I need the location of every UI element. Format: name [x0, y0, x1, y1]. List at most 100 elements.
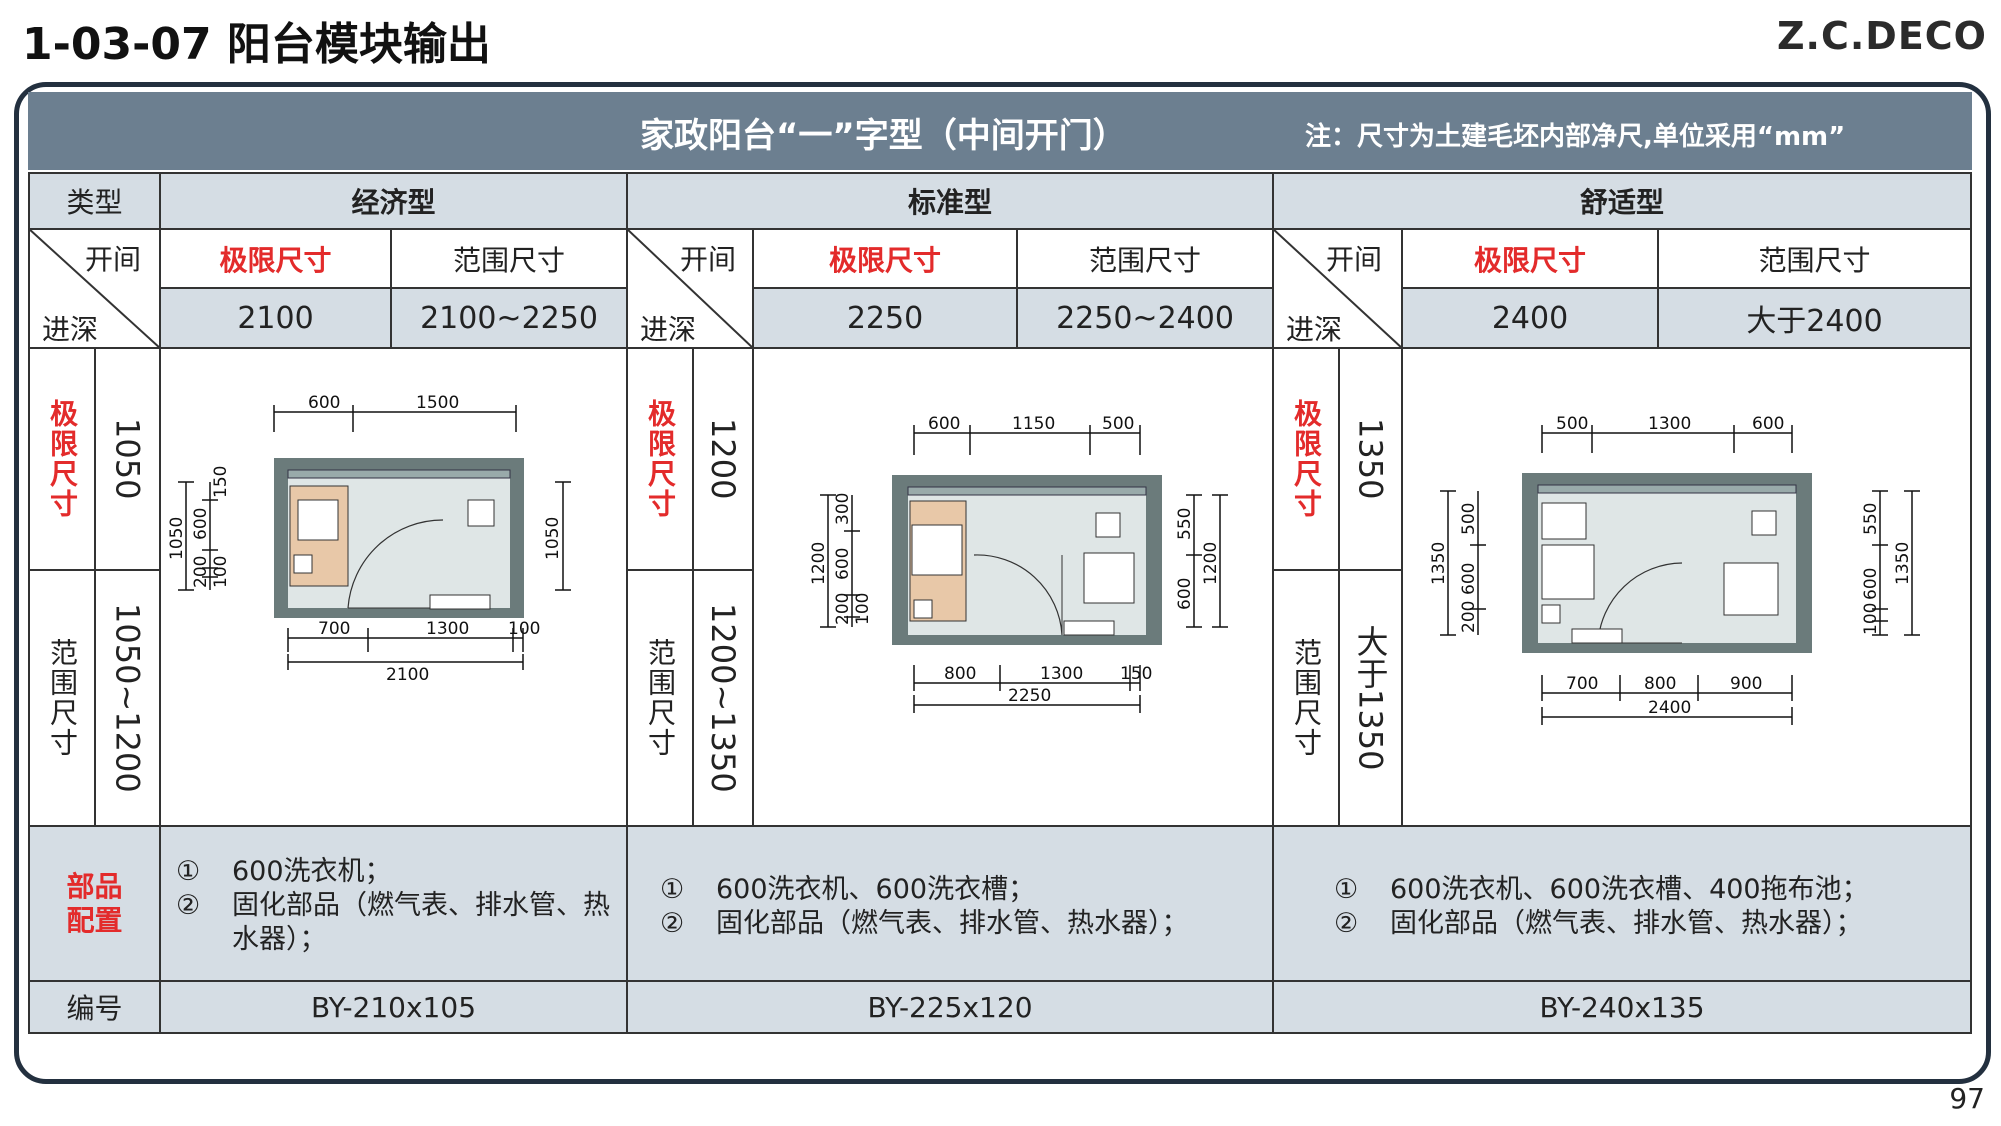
label-opening: 开间: [680, 243, 737, 276]
floor-plan-economy: 600 1500 700 1300 100 2100 1050 600 150 …: [168, 393, 571, 685]
label-opening: 开间: [1326, 243, 1383, 276]
dim-text: 700: [318, 619, 350, 639]
dim-text: 600: [1752, 414, 1784, 434]
depth-range-economy: 1050~1200: [94, 569, 161, 827]
dim-text: 600: [1175, 578, 1195, 610]
dim-text: 2250: [1008, 686, 1051, 706]
dim-text: 1200: [1201, 542, 1221, 585]
diag-cell-comfort: 开间 进深: [1272, 228, 1403, 349]
code-comfort: BY-240x135: [1272, 980, 1972, 1034]
diag-cell-standard: 开间 进深: [626, 228, 754, 349]
label-depth: 进深: [42, 313, 99, 346]
label-opening: 开间: [85, 243, 142, 276]
dim-text: 600: [1459, 563, 1479, 595]
side-range-standard: 范围尺寸: [626, 569, 694, 827]
diag-line: [626, 228, 754, 349]
dim-text: 600: [928, 414, 960, 434]
config-cell-standard: [626, 825, 1274, 982]
label-limit-standard: 极限尺寸: [752, 228, 1018, 289]
dim-text: 900: [1730, 674, 1762, 694]
diag-line: [1272, 228, 1403, 349]
diag-cell-economy: 开间 进深: [28, 228, 161, 349]
dim-text: 550: [1861, 503, 1881, 535]
dim-text: 1150: [1012, 414, 1055, 434]
side-limit-comfort: 极限尺寸: [1272, 347, 1340, 571]
type-economy: 经济型: [159, 172, 628, 230]
config-cell-economy: [159, 825, 628, 982]
dim-text: 500: [1102, 414, 1134, 434]
label-type: 类型: [28, 172, 161, 230]
page-title: 1-03-07 阳台模块输出: [22, 19, 491, 70]
dim-text: 150: [1120, 664, 1152, 684]
dim-text: 1500: [416, 393, 459, 413]
dim-text: 100: [853, 593, 873, 625]
label-code: 编号: [28, 980, 161, 1034]
diag-line: [28, 228, 161, 349]
width-limit-comfort: 2400: [1401, 287, 1659, 349]
width-limit-economy: 2100: [159, 287, 392, 349]
label-depth: 进深: [1286, 313, 1343, 346]
dim-text: 500: [1459, 503, 1479, 535]
dim-text: 1350: [1429, 542, 1449, 585]
dim-text: 800: [944, 664, 976, 684]
depth-range-standard: 1200~1350: [692, 569, 754, 827]
dim-text: 300: [833, 493, 853, 525]
depth-limit-standard: 1200: [692, 347, 754, 571]
code-standard: BY-225x120: [626, 980, 1274, 1034]
dim-text: 2400: [1648, 698, 1691, 718]
depth-limit-economy: 1050: [94, 347, 161, 571]
brand-logo: Z.C.DECO: [1776, 14, 1987, 58]
dim-text: 600: [191, 508, 211, 540]
label-range-comfort: 范围尺寸: [1657, 228, 1972, 289]
dim-text: 500: [1556, 414, 1588, 434]
dim-text: 1350: [1893, 542, 1913, 585]
dim-text: 200: [1459, 601, 1479, 633]
table-title: 家政阳台“一”字型（中间开门）: [640, 116, 1127, 156]
dim-text: 1050: [168, 517, 187, 560]
side-limit-economy: 极限尺寸: [28, 347, 96, 571]
dim-text: 2100: [386, 665, 429, 685]
dim-text: 1300: [426, 619, 469, 639]
dim-text: 200: [833, 593, 853, 625]
label-range-standard: 范围尺寸: [1016, 228, 1274, 289]
dim-text: 600: [1861, 568, 1881, 600]
floor-plan-standard: 600 1150 500 800 1300 150 2250 1200 300 …: [809, 414, 1228, 713]
width-range-standard: 2250~2400: [1016, 287, 1274, 349]
width-limit-standard: 2250: [752, 287, 1018, 349]
label-limit-economy: 极限尺寸: [159, 228, 392, 289]
type-comfort: 舒适型: [1272, 172, 1972, 230]
width-range-comfort: 大于2400: [1657, 287, 1972, 349]
dim-text: 550: [1175, 508, 1195, 540]
label-depth: 进深: [640, 313, 697, 346]
dim-text: 200: [191, 556, 211, 588]
side-range-comfort: 范围尺寸: [1272, 569, 1340, 827]
side-range-economy: 范围尺寸: [28, 569, 96, 827]
label-config: 部品配置: [66, 869, 123, 937]
width-range-economy: 2100~2250: [390, 287, 628, 349]
dim-text: 100: [508, 619, 540, 639]
dim-text: 100: [211, 556, 231, 588]
dim-text: 700: [1566, 674, 1598, 694]
page-number: 97: [1949, 1082, 1985, 1115]
dim-text: 150: [211, 466, 231, 498]
label-range-economy: 范围尺寸: [390, 228, 628, 289]
dim-text: 800: [1644, 674, 1676, 694]
dim-text: 100: [1861, 603, 1881, 635]
label-limit-comfort: 极限尺寸: [1401, 228, 1659, 289]
code-economy: BY-210x105: [159, 980, 628, 1034]
side-limit-standard: 极限尺寸: [626, 347, 694, 571]
depth-limit-comfort: 1350: [1338, 347, 1403, 571]
dim-text: 1300: [1648, 414, 1691, 434]
dim-text: 1300: [1040, 664, 1083, 684]
dim-text: 1200: [809, 542, 829, 585]
table-header-bar: [28, 92, 1972, 170]
table-note: 注：尺寸为土建毛坯内部净尺,单位采用“mm”: [1305, 122, 1846, 152]
